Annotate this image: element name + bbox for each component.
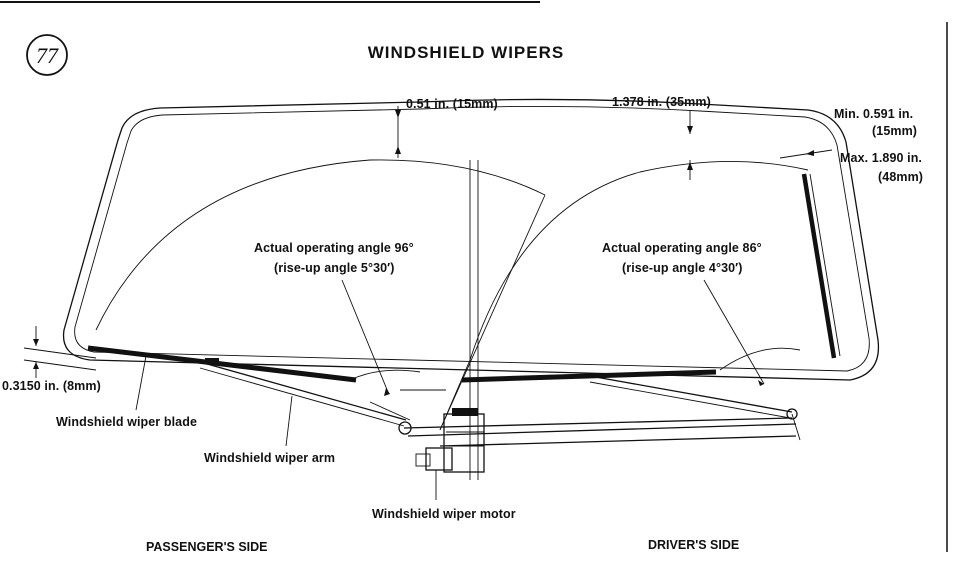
arm-leader — [285, 395, 293, 447]
label-wiper-arm: Windshield wiper arm — [204, 451, 335, 465]
diagram-title: WINDSHIELD WIPERS — [368, 43, 564, 62]
label-passenger-angle-line2: (rise-up angle 5°30′) — [274, 261, 395, 275]
label-driver-angle-line2: (rise-up angle 4°30′) — [622, 261, 743, 275]
dim-marker-left-edge — [23, 326, 97, 378]
driver-blade — [461, 369, 717, 383]
label-wiper-motor: Windshield wiper motor — [372, 507, 516, 521]
label-dim-min-line1: Min. 0.591 in. — [834, 107, 913, 121]
windshield-outline — [62, 98, 880, 381]
wiper-motor-assembly — [415, 408, 485, 473]
passenger-arm — [199, 361, 407, 421]
label-dim-top-right: 1.378 in. (35mm) — [612, 95, 711, 109]
passenger-blade — [87, 345, 357, 383]
dim-marker-right — [779, 149, 833, 159]
label-driver-angle-line1: Actual operating angle 86° — [602, 241, 762, 255]
wiper-linkage — [369, 401, 801, 447]
label-wiper-blade: Windshield wiper blade — [56, 415, 197, 429]
driver-blade-upright — [801, 173, 837, 359]
label-passenger-angle-line1: Actual operating angle 96° — [254, 241, 414, 255]
page-number-badge: 77 — [26, 34, 68, 76]
page-number: 77 — [36, 43, 59, 68]
label-dim-min-line2: (15mm) — [872, 124, 917, 138]
passenger-wiper — [87, 345, 407, 427]
label-dim-left-edge: 0.3150 in. (8mm) — [2, 379, 101, 393]
footer-driver-side: DRIVER'S SIDE — [648, 538, 739, 552]
label-dim-top-left: 0.51 in. (15mm) — [406, 97, 498, 111]
center-guide-lines — [439, 160, 546, 480]
dim-marker-top-right — [687, 110, 693, 180]
footer-passenger-side: PASSENGER'S SIDE — [146, 540, 268, 554]
label-dim-max-line2: (48mm) — [878, 170, 923, 184]
passenger-angle-leader — [341, 279, 446, 396]
driver-arm — [589, 375, 793, 413]
dim-marker-top-left — [395, 106, 401, 158]
blade-leader — [135, 355, 147, 411]
driver-wiper — [461, 173, 841, 419]
driver-angle-leader — [703, 279, 765, 386]
label-dim-max-line1: Max. 1.890 in. — [840, 151, 922, 165]
